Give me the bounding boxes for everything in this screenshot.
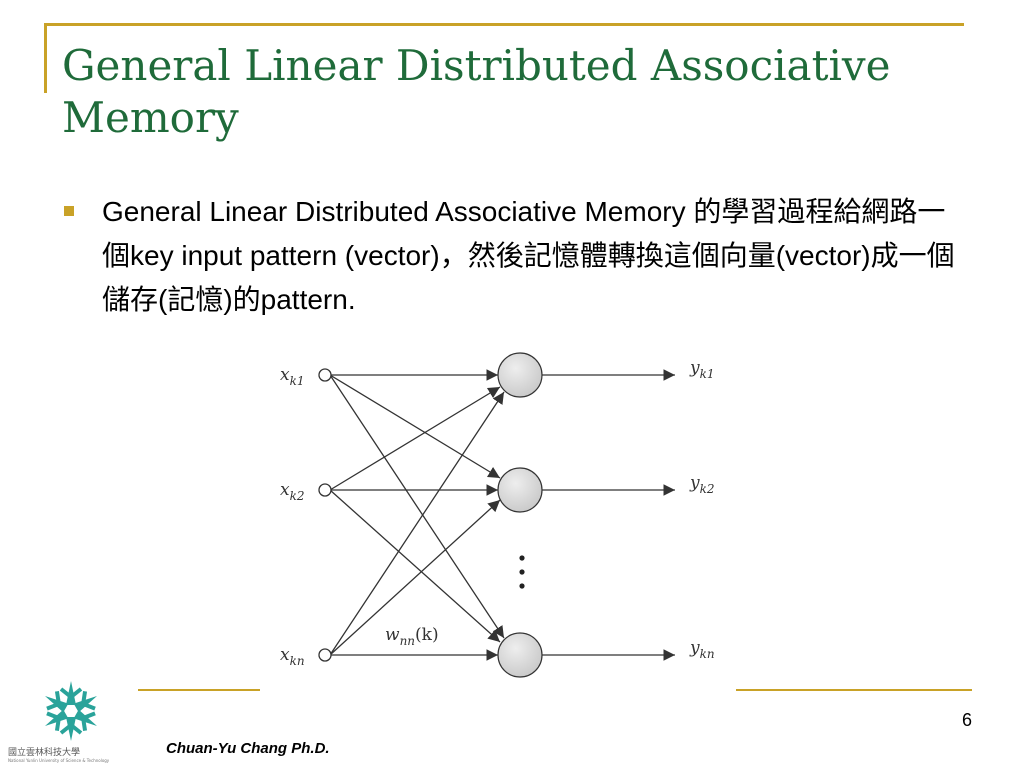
- input-label-n: xkn: [280, 645, 305, 668]
- slide-title: General Linear Distributed Associative M…: [62, 41, 891, 142]
- frame-top-rule: [44, 23, 964, 26]
- logo-caption-zh: 國立雲林科技大學: [8, 746, 80, 758]
- footer-rule-left: [138, 689, 260, 691]
- connections: [329, 369, 505, 661]
- bullet-marker: [64, 206, 74, 216]
- connection-n-1: [329, 391, 505, 656]
- output-label-1: yk1: [689, 358, 715, 381]
- connection-n-2: [329, 499, 501, 656]
- input-label-1: xk1: [280, 365, 305, 388]
- output-label-n: ykn: [689, 638, 715, 661]
- frame-left-rule: [44, 23, 47, 93]
- connection-2-1: [329, 386, 501, 491]
- neuron-1: [497, 352, 543, 398]
- neuron-2: [497, 467, 543, 513]
- weight-label: wnn(k): [385, 625, 439, 648]
- output-arrows: [542, 369, 675, 661]
- logo-caption-en: National Yunlin University of Science & …: [8, 758, 110, 763]
- connection-1-n: [329, 374, 505, 639]
- page-number: 6: [962, 710, 973, 730]
- input-node-1: [318, 368, 332, 382]
- snowflake-logo: [45, 681, 97, 741]
- neuron-n: [497, 632, 543, 678]
- input-node-n: [318, 648, 332, 662]
- connection-1-2: [329, 374, 501, 479]
- bullet-text: General Linear Distributed Associative M…: [102, 196, 955, 315]
- output-label-2: yk2: [689, 473, 715, 496]
- connection-2-n: [329, 489, 501, 643]
- associative-memory-diagram: xk1 xk2 xkn yk1 yk2 ykn wnn(k): [280, 352, 715, 678]
- footer-rule-right: [736, 689, 972, 691]
- ellipsis-dots: [519, 555, 525, 589]
- input-node-2: [318, 483, 332, 497]
- logo-caption: 國立雲林科技大學 National Yunlin University of S…: [8, 746, 110, 763]
- input-label-2: xk2: [280, 480, 305, 503]
- footer-author: Chuan-Yu Chang Ph.D.: [166, 740, 330, 757]
